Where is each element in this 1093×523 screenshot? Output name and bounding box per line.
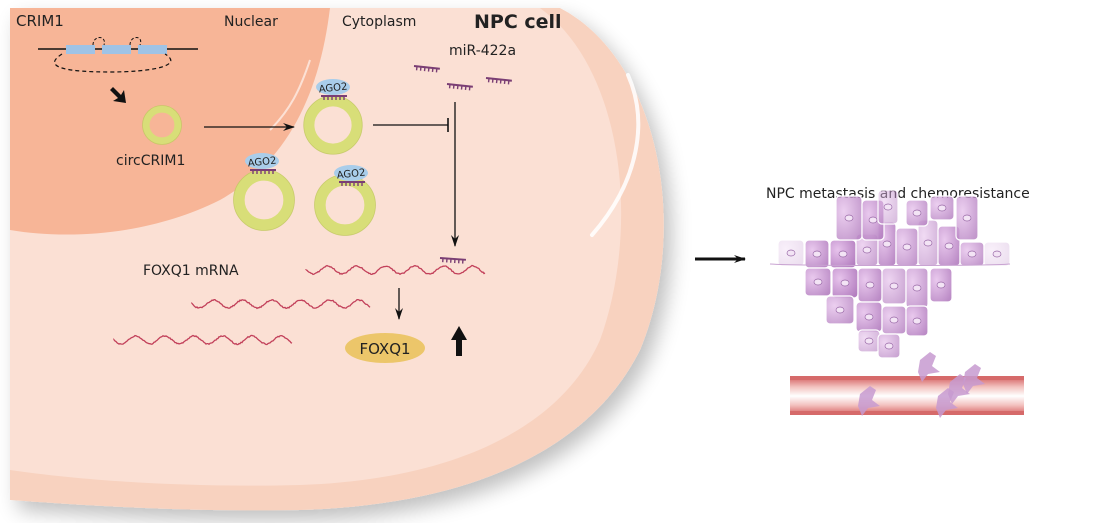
circcrim1-label: circCRIM1: [116, 153, 185, 169]
cytoplasm-label: Cytoplasm: [342, 14, 416, 30]
tumor-cell: [984, 242, 1010, 266]
exon: [102, 45, 131, 54]
mrna-label: FOXQ1 mRNA: [143, 263, 239, 279]
tumor-cell: [960, 242, 984, 266]
tumor-cell: [918, 220, 938, 266]
exon: [138, 45, 167, 54]
tumor-cell: [906, 200, 928, 226]
cell-title: NPC cell: [474, 11, 562, 33]
gene-label: CRIM1: [16, 12, 64, 30]
tumor-cell: [830, 240, 856, 268]
nuclear-label: Nuclear: [224, 14, 278, 30]
tumor-cell: [896, 228, 918, 266]
tumor-cell: [882, 306, 906, 334]
mirna-label: miR-422a: [449, 43, 516, 59]
tumor-cell: [930, 268, 952, 302]
tumor-cell: [878, 334, 900, 358]
tumor-cell: [956, 196, 978, 240]
tumor-cell: [836, 196, 862, 240]
blood-vessel: [790, 376, 1024, 415]
tumor-cell: [856, 302, 882, 332]
tumor-cell: [906, 306, 928, 336]
tumor-cell: [858, 268, 882, 302]
tumor-cell: [832, 268, 858, 298]
tumor-cell: [826, 296, 854, 324]
tumor-cell: [882, 268, 906, 304]
exon: [66, 45, 95, 54]
tumor-cell: [805, 268, 831, 296]
tumor-cell: [858, 330, 880, 352]
foxq1-label: FOXQ1: [359, 340, 410, 358]
tumor-cell: [906, 268, 928, 308]
tumor-cell: [930, 196, 954, 220]
tumor-cell: [805, 240, 829, 268]
tumor-cell: [778, 240, 804, 266]
foxq1-protein: FOXQ1: [345, 333, 425, 363]
tumor-cell-cluster: [770, 190, 1010, 358]
tumor-cell: [878, 190, 898, 224]
